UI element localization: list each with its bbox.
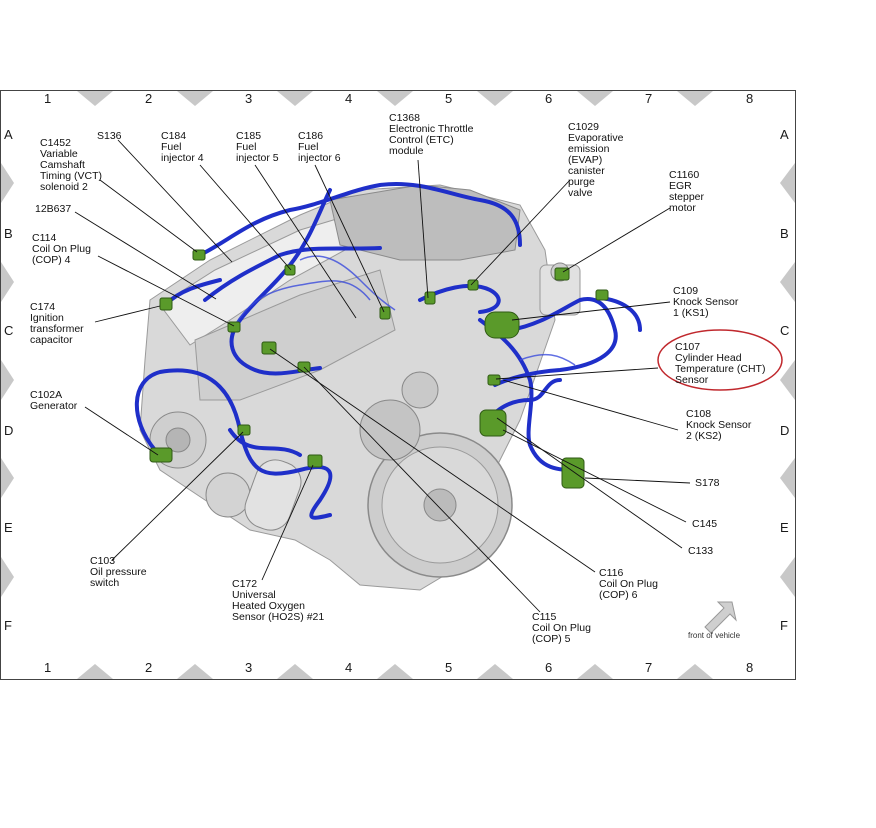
label-c186: C186 Fuel injector 6 (298, 130, 341, 164)
grid-row-c-right: C (780, 323, 790, 338)
grid-marker-left-2 (1, 262, 14, 302)
grid-marker-top-2 (177, 91, 213, 106)
grid-col-2-bottom: 2 (145, 660, 153, 675)
grid-row-e-right: E (780, 520, 789, 535)
grid-marker-right-4 (780, 458, 795, 498)
label-c184: C184 Fuel injector 4 (161, 130, 204, 164)
grid-marker-left-4 (1, 458, 14, 498)
grid-col-7-bottom: 7 (645, 660, 653, 675)
grid-col-5-top: 5 (445, 91, 453, 106)
grid-col-6-bottom: 6 (545, 660, 553, 675)
label-c108: C108 Knock Sensor 2 (KS2) (686, 408, 752, 442)
label-s178: S178 (695, 477, 720, 489)
grid-marker-left-1 (1, 163, 14, 203)
grid-row-b-left: B (4, 226, 13, 241)
grid-col-4-top: 4 (345, 91, 353, 106)
grid-row-d-left: D (4, 423, 14, 438)
grid-col-8-bottom: 8 (746, 660, 754, 675)
label-s136: S136 (97, 130, 122, 142)
grid-col-7-top: 7 (645, 91, 653, 106)
grid-col-3-top: 3 (245, 91, 253, 106)
grid-row-d-right: D (780, 423, 790, 438)
grid-marker-bottom-1 (77, 664, 113, 679)
grid-row-b-right: B (780, 226, 789, 241)
grid-marker-right-2 (780, 262, 795, 302)
label-front-of-vehicle: front of vehicle (688, 631, 741, 640)
grid-marker-left-3 (1, 360, 14, 400)
grid-row-a-right: A (780, 127, 789, 142)
label-c145: C145 (692, 518, 718, 530)
highlight-oval (657, 329, 783, 391)
front-of-vehicle-arrow (704, 601, 737, 634)
grid-marker-right-1 (780, 163, 795, 203)
label-c116: C116 Coil On Plug (COP) 6 (599, 567, 658, 601)
label-c114: C114 Coil On Plug (COP) 4 (32, 232, 91, 266)
grid-col-6-top: 6 (545, 91, 553, 106)
label-c107: C107 Cylinder Head Temperature (CHT) Sen… (675, 341, 766, 386)
grid-marker-top-6 (577, 91, 613, 106)
grid-marker-bottom-7 (677, 664, 713, 679)
label-c172: C172 Universal Heated Oxygen Sensor (HO2… (232, 578, 325, 623)
label-c1452: C1452 Variable Camshaft Timing (VCT) sol… (40, 137, 103, 193)
connector-group (149, 249, 609, 489)
grid-marker-top-7 (677, 91, 713, 106)
grid-marker-right-3 (780, 360, 795, 400)
grid-row-c-left: C (4, 323, 14, 338)
grid-row-f-left: F (4, 618, 12, 633)
grid-col-2-top: 2 (145, 91, 153, 106)
label-c103: C103 Oil pressure switch (90, 555, 147, 589)
grid-col-8-top: 8 (746, 91, 754, 106)
grid-row-e-left: E (4, 520, 13, 535)
label-c185: C185 Fuel injector 5 (236, 130, 279, 164)
grid-row-f-right: F (780, 618, 788, 633)
label-c102a: C102A Generator (30, 389, 78, 412)
label-c1029: C1029 Evaporative emission (EVAP) canist… (568, 121, 624, 199)
grid-marker-top-5 (477, 91, 513, 106)
label-c109: C109 Knock Sensor 1 (KS1) (673, 285, 739, 319)
grid-marker-bottom-3 (277, 664, 313, 679)
grid-row-a-left: A (4, 127, 13, 142)
label-12b637: 12B637 (35, 203, 72, 215)
grid-marker-bottom-6 (577, 664, 613, 679)
grid-marker-left-5 (1, 557, 14, 597)
grid-col-1-bottom: 1 (44, 660, 52, 675)
grid-marker-bottom-5 (477, 664, 513, 679)
grid-col-3-bottom: 3 (245, 660, 253, 675)
grid-col-5-bottom: 5 (445, 660, 453, 675)
label-c133: C133 (688, 545, 714, 557)
grid-marker-top-3 (277, 91, 313, 106)
grid-marker-top-1 (77, 91, 113, 106)
grid-col-4-bottom: 4 (345, 660, 353, 675)
label-c1368: C1368 Electronic Throttle Control (ETC) … (389, 112, 474, 157)
grid-col-1-top: 1 (44, 91, 52, 106)
grid-markers (1, 91, 795, 679)
grid-marker-right-5 (780, 557, 795, 597)
grid-marker-top-4 (377, 91, 413, 106)
harness-branches (234, 255, 576, 366)
leader-lines (74, 139, 691, 613)
label-c1160: C1160 EGR stepper motor (669, 169, 705, 214)
label-c174: C174 Ignition transformer capacitor (30, 301, 84, 346)
engine-illustration (139, 184, 581, 591)
grid-marker-bottom-2 (177, 664, 213, 679)
label-c115: C115 Coil On Plug (COP) 5 (532, 611, 591, 645)
grid-marker-bottom-4 (377, 664, 413, 679)
